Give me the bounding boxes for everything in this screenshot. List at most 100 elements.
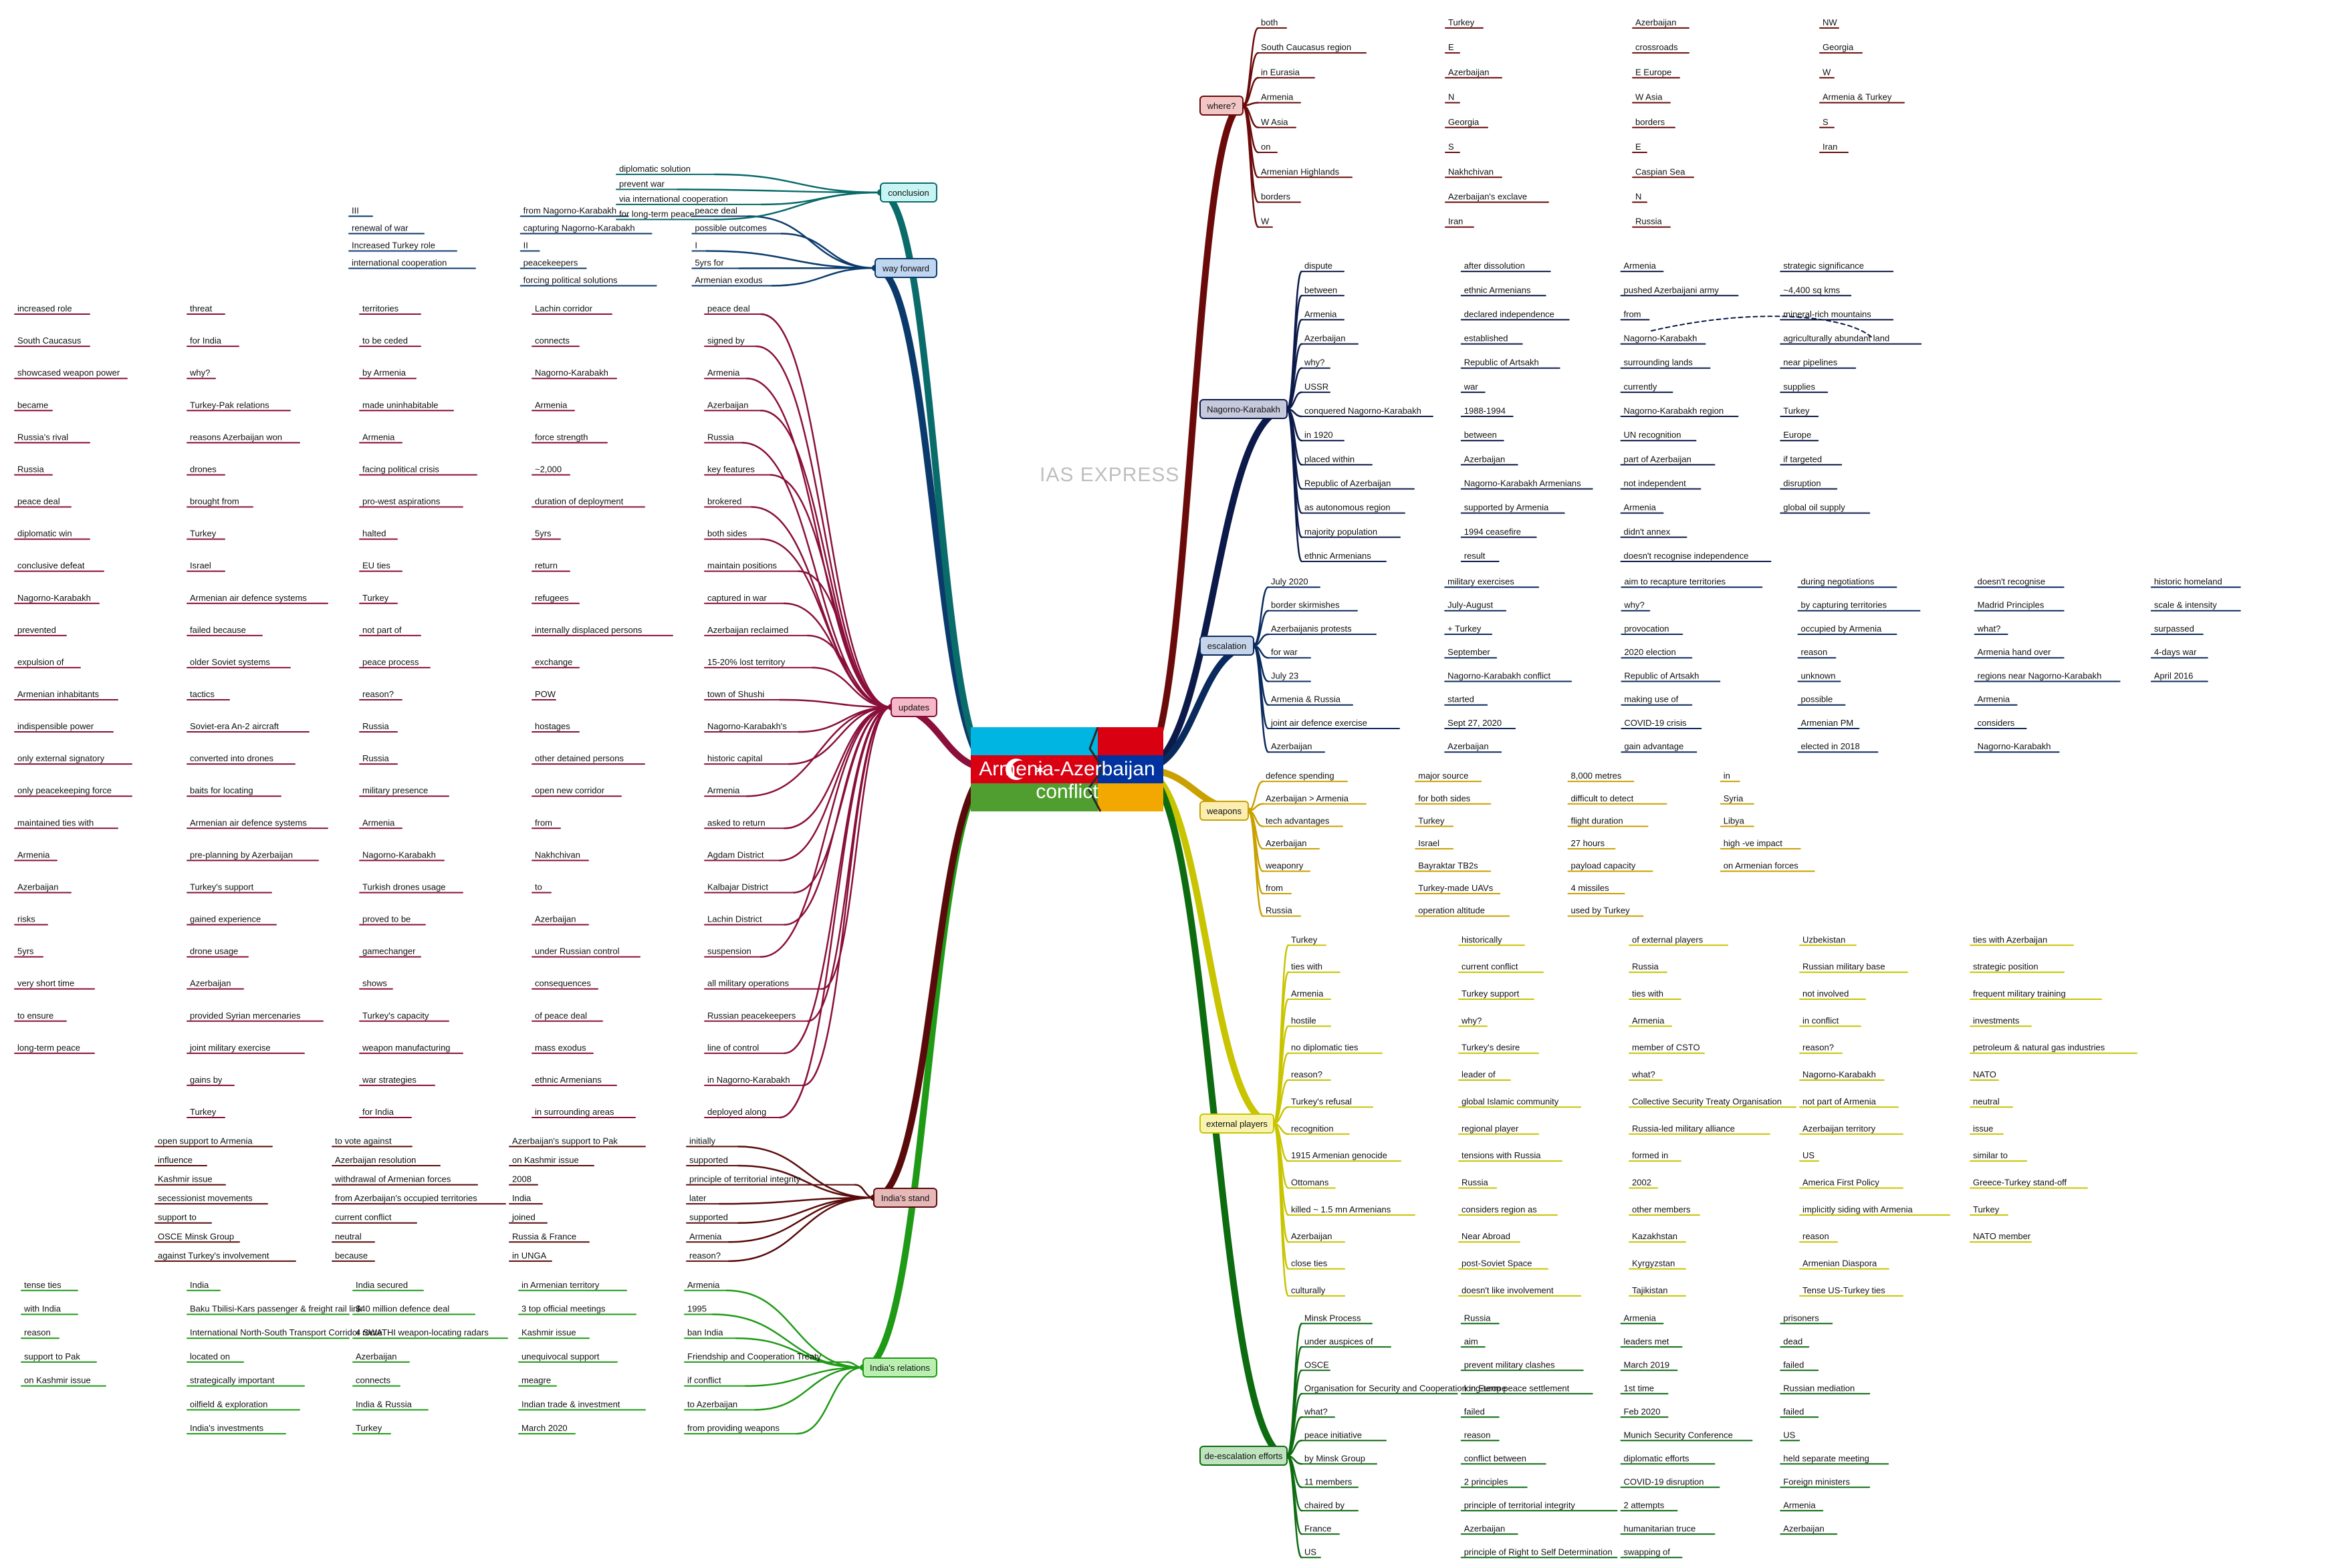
updates-leaf-label[interactable]: in Nagorno-Karabakh xyxy=(707,1075,790,1085)
updates-leaf-label[interactable]: of peace deal xyxy=(535,1011,587,1021)
updates-leaf-label[interactable]: to ensure xyxy=(17,1011,53,1021)
updates-leaf-label[interactable]: Nagorno-Karabakh xyxy=(362,850,436,860)
escalation-leaf-label[interactable]: July-August xyxy=(1447,600,1493,610)
where-leaf-label[interactable]: E xyxy=(1448,42,1454,52)
wayfwd-leaf-label[interactable]: possible outcomes xyxy=(695,223,767,233)
india_rel-leaf-label[interactable]: India's investments xyxy=(190,1423,264,1433)
nk-leaf-label[interactable]: between xyxy=(1304,285,1337,295)
india_stand-leaf-label[interactable]: OSCE Minsk Group xyxy=(158,1231,234,1241)
updates-leaf-label[interactable]: from xyxy=(535,817,552,827)
nk-leaf-label[interactable]: dispute xyxy=(1304,261,1332,271)
conclusion-leaf-label[interactable]: via international cooperation xyxy=(619,194,728,204)
deesc-leaf-label[interactable]: prisoners xyxy=(1783,1313,1819,1323)
updates-leaf-label[interactable]: Armenia xyxy=(17,850,50,860)
nk-leaf-label[interactable]: Armenia xyxy=(1304,309,1337,319)
updates-leaf-label[interactable]: Azerbaijan xyxy=(17,882,58,892)
escalation-leaf-label[interactable]: Sept 27, 2020 xyxy=(1447,718,1502,728)
external-leaf-label[interactable]: post-Soviet Space xyxy=(1461,1259,1532,1269)
escalation-leaf-label[interactable]: possible xyxy=(1801,694,1833,704)
weapons-leaf-label[interactable]: Libya xyxy=(1724,815,1745,825)
updates-leaf-label[interactable]: Azerbaijan reclaimed xyxy=(707,625,788,635)
deesc-leaf-label[interactable]: COVID-19 disruption xyxy=(1624,1476,1704,1486)
india_rel-leaf-label[interactable]: $40 million defence deal xyxy=(356,1304,449,1314)
updates-leaf-label[interactable]: increased role xyxy=(17,303,72,313)
deesc-leaf-label[interactable]: chaired by xyxy=(1304,1500,1344,1510)
weapons-leaf-label[interactable]: difficult to detect xyxy=(1571,793,1634,803)
deesc-leaf-label[interactable]: peace initiative xyxy=(1304,1430,1362,1440)
updates-leaf-label[interactable]: reasons Azerbaijan won xyxy=(190,432,282,442)
deesc-leaf-label[interactable]: OSCE xyxy=(1304,1359,1329,1369)
escalation-leaf-label[interactable]: unknown xyxy=(1801,670,1836,680)
external-leaf-label[interactable]: considers region as xyxy=(1461,1204,1537,1214)
updates-leaf-label[interactable]: facing political crisis xyxy=(362,464,439,474)
escalation-leaf-label[interactable]: why? xyxy=(1623,600,1644,610)
external-leaf-label[interactable]: Russia xyxy=(1461,1177,1489,1187)
deesc-leaf-label[interactable]: Feb 2020 xyxy=(1624,1406,1661,1416)
india_rel-leaf-label[interactable]: Friendship and Cooperation Treaty xyxy=(687,1351,822,1361)
escalation-leaf-label[interactable]: Madrid Principles xyxy=(1978,600,2044,610)
updates-leaf-label[interactable]: failed because xyxy=(190,625,246,635)
nk-leaf-label[interactable]: agriculturally abundant land xyxy=(1783,334,1889,344)
external-leaf-label[interactable]: killed ~ 1.5 mn Armenians xyxy=(1291,1204,1391,1214)
escalation-leaf-label[interactable]: Republic of Artsakh xyxy=(1624,670,1699,680)
updates-leaf-label[interactable]: Armenian inhabitants xyxy=(17,689,100,699)
external-leaf-label[interactable]: reason? xyxy=(1802,1043,1834,1053)
updates-leaf-label[interactable]: only peacekeeping force xyxy=(17,785,112,795)
escalation-leaf-label[interactable]: elected in 2018 xyxy=(1801,741,1860,751)
india_rel-leaf-label[interactable]: support to Pak xyxy=(24,1351,80,1361)
nk-leaf-label[interactable]: mineral-rich mountains xyxy=(1783,309,1871,319)
updates-leaf-label[interactable]: refugees xyxy=(535,593,569,603)
updates-leaf-label[interactable]: Turkish drones usage xyxy=(362,882,446,892)
weapons-leaf-label[interactable]: major source xyxy=(1418,771,1468,781)
external-leaf-label[interactable]: America First Policy xyxy=(1802,1177,1879,1187)
external-leaf-label[interactable]: Russia xyxy=(1632,962,1659,972)
nk-leaf-label[interactable]: majority population xyxy=(1304,527,1377,537)
escalation-leaf-label[interactable]: September xyxy=(1447,647,1490,657)
updates-leaf-label[interactable]: maintained ties with xyxy=(17,817,94,827)
updates-leaf-label[interactable]: made uninhabitable xyxy=(362,400,438,410)
where-leaf-label[interactable]: N xyxy=(1635,191,1641,201)
escalation-leaf-label[interactable]: Nagorno-Karabakh conflict xyxy=(1447,670,1550,680)
external-leaf-label[interactable]: culturally xyxy=(1291,1285,1326,1295)
external-leaf-label[interactable]: in conflict xyxy=(1802,1015,1839,1025)
weapons-leaf-label[interactable]: payload capacity xyxy=(1571,860,1636,870)
external-leaf-label[interactable]: leader of xyxy=(1461,1069,1496,1079)
updates-leaf-label[interactable]: Turkey's capacity xyxy=(362,1011,429,1021)
external-leaf-label[interactable]: NATO xyxy=(1973,1069,1996,1079)
updates-leaf-label[interactable]: EU ties xyxy=(362,561,390,571)
deesc-leaf-label[interactable]: by Minsk Group xyxy=(1304,1453,1365,1463)
india_rel-leaf-label[interactable]: Turkey xyxy=(356,1423,382,1433)
updates-leaf-label[interactable]: key features xyxy=(707,464,755,474)
external-leaf-label[interactable]: Armenia xyxy=(1291,989,1324,999)
weapons-leaf-label[interactable]: weaponry xyxy=(1265,860,1304,870)
external-leaf-label[interactable]: Near Abroad xyxy=(1461,1231,1510,1241)
nk-leaf-label[interactable]: ethnic Armenians xyxy=(1304,551,1371,561)
updates-leaf-label[interactable]: signed by xyxy=(707,336,745,346)
updates-leaf-label[interactable]: only external signatory xyxy=(17,753,105,763)
external-leaf-label[interactable]: implicitly siding with Armenia xyxy=(1802,1204,1913,1214)
india_rel-leaf-label[interactable]: 4 SWATHI weapon-locating radars xyxy=(356,1327,489,1337)
nk-leaf-label[interactable]: declared independence xyxy=(1464,309,1554,319)
escalation-leaf-label[interactable]: started xyxy=(1447,694,1474,704)
external-leaf-label[interactable]: issue xyxy=(1973,1124,1993,1134)
updates-leaf-label[interactable]: very short time xyxy=(17,978,74,989)
escalation-leaf-label[interactable]: what? xyxy=(1977,624,2001,634)
updates-leaf-label[interactable]: Nagorno-Karabakh xyxy=(17,593,91,603)
updates-leaf-label[interactable]: Azerbaijan xyxy=(535,914,576,924)
wayfwd-leaf-label[interactable]: peace deal xyxy=(695,206,737,216)
india_stand-leaf-label[interactable]: neutral xyxy=(335,1231,362,1241)
india_stand-leaf-label[interactable]: Azerbaijan resolution xyxy=(335,1155,416,1165)
india_stand-leaf-label[interactable]: to vote against xyxy=(335,1136,392,1146)
where-leaf-label[interactable]: S xyxy=(1448,142,1454,152)
wayfwd-leaf-label[interactable]: 5yrs for xyxy=(695,258,724,268)
updates-leaf-label[interactable]: drone usage xyxy=(190,946,238,956)
nk-leaf-label[interactable]: USSR xyxy=(1304,382,1328,392)
nk-leaf-label[interactable]: in 1920 xyxy=(1304,430,1333,440)
external-leaf-label[interactable]: global Islamic community xyxy=(1461,1096,1559,1106)
escalation-leaf-label[interactable]: during negotiations xyxy=(1801,576,1875,586)
updates-leaf-label[interactable]: South Caucasus xyxy=(17,336,82,346)
updates-leaf-label[interactable]: ethnic Armenians xyxy=(535,1075,602,1085)
external-leaf-label[interactable]: ties with xyxy=(1632,989,1663,999)
external-leaf-label[interactable]: US xyxy=(1802,1150,1815,1160)
escalation-leaf-label[interactable]: Armenia hand over xyxy=(1978,647,2052,657)
